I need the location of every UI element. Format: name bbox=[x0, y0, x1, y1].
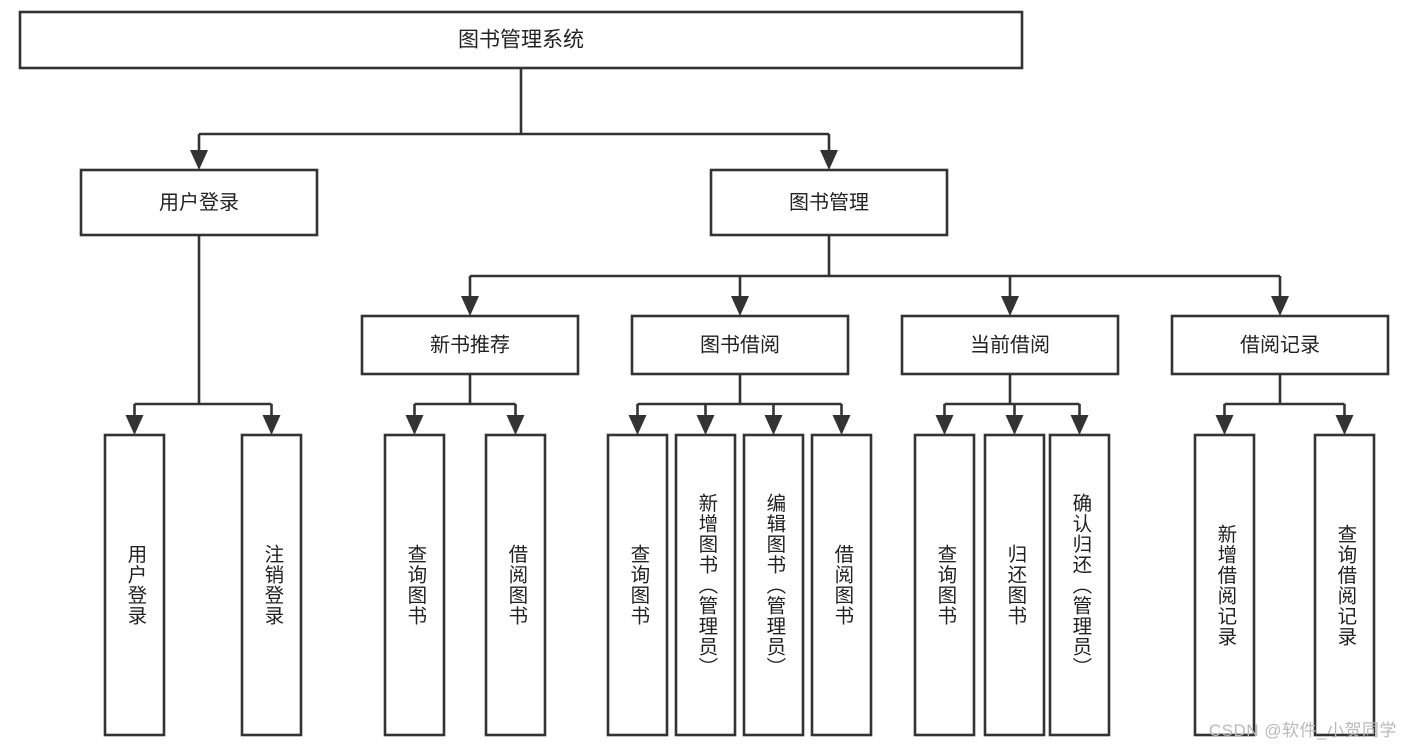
node-leaf-add-record[interactable] bbox=[1193, 433, 1256, 737]
node-box-leaf-edit-book[interactable] bbox=[742, 433, 805, 737]
arrow-head-icon-root-0 bbox=[190, 150, 208, 170]
node-box-root[interactable] bbox=[18, 10, 1024, 70]
node-box-leaf-add-book[interactable] bbox=[674, 433, 737, 737]
node-box-leaf-add-record[interactable] bbox=[1193, 433, 1256, 737]
node-box-book-manage[interactable] bbox=[709, 168, 949, 237]
node-book-borrow[interactable]: 图书借阅 bbox=[630, 314, 850, 376]
node-box-leaf-return-book[interactable] bbox=[983, 433, 1046, 737]
node-box-leaf-user-login[interactable] bbox=[103, 433, 166, 737]
node-box-book-borrow[interactable] bbox=[630, 314, 850, 376]
node-box-leaf-borrow-book-1[interactable] bbox=[484, 433, 547, 737]
arrow-head-icon-root-1 bbox=[820, 150, 838, 170]
node-box-leaf-query-book-2[interactable] bbox=[606, 433, 669, 737]
node-box-current-borrow[interactable] bbox=[900, 314, 1120, 376]
node-leaf-confirm-return[interactable] bbox=[1048, 433, 1111, 737]
node-user-login[interactable]: 用户登录 bbox=[79, 168, 319, 237]
node-label-borrow-record: 借阅记录 bbox=[1240, 333, 1320, 356]
arrow-head-icon-book-borrow-2 bbox=[764, 415, 783, 435]
node-leaf-query-book-2[interactable] bbox=[606, 433, 669, 737]
node-label-book-borrow: 图书借阅 bbox=[700, 333, 780, 356]
arrow-head-icon-user-login-1 bbox=[262, 415, 281, 435]
node-box-leaf-user-logout[interactable] bbox=[240, 433, 303, 737]
node-book-manage[interactable]: 图书管理 bbox=[709, 168, 949, 237]
node-leaf-return-book[interactable] bbox=[983, 433, 1046, 737]
node-leaf-query-book-1[interactable] bbox=[383, 433, 446, 737]
arrow-head-icon-current-borrow-0 bbox=[935, 415, 954, 435]
node-box-leaf-query-book-1[interactable] bbox=[383, 433, 446, 737]
node-leaf-user-logout[interactable] bbox=[240, 433, 303, 737]
node-box-user-login[interactable] bbox=[79, 168, 319, 237]
node-box-new-book-recommend[interactable] bbox=[360, 314, 580, 376]
node-box-leaf-confirm-return[interactable] bbox=[1048, 433, 1111, 737]
node-leaf-add-book[interactable] bbox=[674, 433, 737, 737]
node-label-new-book-recommend: 新书推荐 bbox=[430, 333, 510, 356]
arrow-head-icon-book-borrow-1 bbox=[696, 415, 715, 435]
node-label-current-borrow: 当前借阅 bbox=[970, 333, 1050, 356]
node-leaf-user-login[interactable] bbox=[103, 433, 166, 737]
node-current-borrow[interactable]: 当前借阅 bbox=[900, 314, 1120, 376]
node-new-book-recommend[interactable]: 新书推荐 bbox=[360, 314, 580, 376]
arrow-head-icon-book-manage-1 bbox=[731, 296, 749, 316]
node-box-leaf-borrow-book-2[interactable] bbox=[810, 433, 873, 737]
node-leaf-edit-book[interactable] bbox=[742, 433, 805, 737]
arrow-head-icon-book-manage-3 bbox=[1271, 296, 1289, 316]
watermark-text: CSDN @软件_小贺同学 bbox=[1208, 721, 1397, 740]
arrow-head-icon-borrow-record-1 bbox=[1335, 415, 1354, 435]
arrow-head-icon-current-borrow-1 bbox=[1005, 415, 1024, 435]
node-leaf-borrow-book-2[interactable] bbox=[810, 433, 873, 737]
arrow-head-icon-new-book-recommend-1 bbox=[506, 415, 525, 435]
node-box-borrow-record[interactable] bbox=[1170, 314, 1390, 376]
node-leaf-query-book-3[interactable] bbox=[913, 433, 976, 737]
arrow-head-icon-current-borrow-2 bbox=[1070, 415, 1089, 435]
node-leaf-borrow-book-1[interactable] bbox=[484, 433, 547, 737]
arrow-head-icon-book-manage-2 bbox=[1001, 296, 1019, 316]
node-leaf-query-record[interactable] bbox=[1313, 433, 1376, 737]
node-box-leaf-query-record[interactable] bbox=[1313, 433, 1376, 737]
connector-lines bbox=[125, 68, 1354, 435]
node-borrow-record[interactable]: 借阅记录 bbox=[1170, 314, 1390, 376]
node-label-root: 图书管理系统 bbox=[458, 29, 584, 52]
arrow-head-icon-borrow-record-0 bbox=[1215, 415, 1234, 435]
node-label-user-login: 用户登录 bbox=[159, 191, 239, 214]
arrow-head-icon-book-borrow-0 bbox=[628, 415, 647, 435]
arrow-head-icon-user-login-0 bbox=[125, 415, 144, 435]
arrow-head-icon-book-manage-0 bbox=[461, 296, 479, 316]
arrow-head-icon-book-borrow-3 bbox=[832, 415, 851, 435]
node-box-leaf-query-book-3[interactable] bbox=[913, 433, 976, 737]
arrow-head-icon-new-book-recommend-0 bbox=[405, 415, 424, 435]
node-label-book-manage: 图书管理 bbox=[789, 191, 869, 214]
node-root[interactable]: 图书管理系统 bbox=[18, 10, 1024, 70]
